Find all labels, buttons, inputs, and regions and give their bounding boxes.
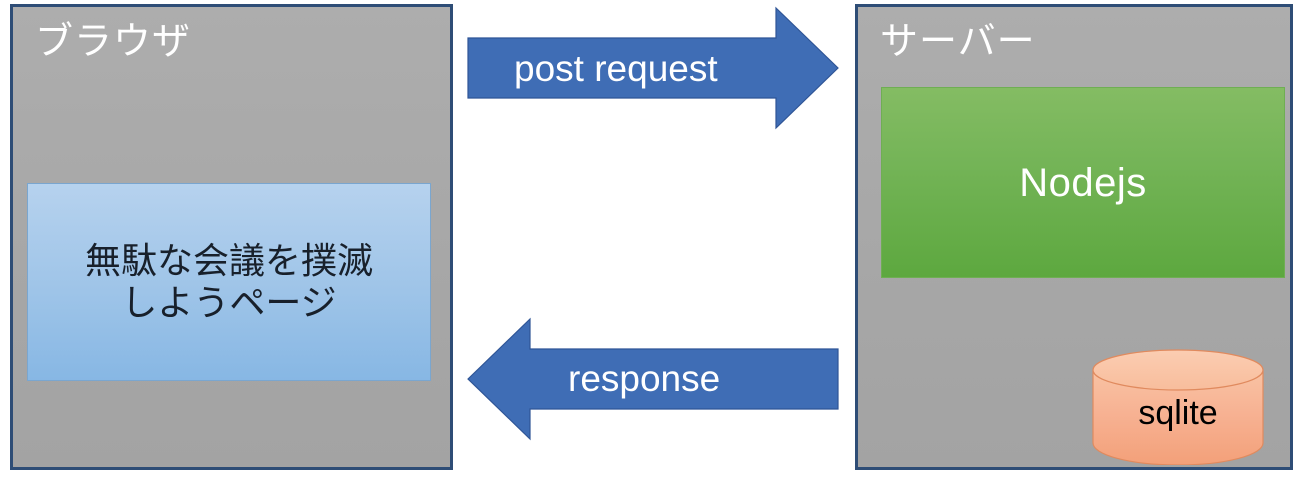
browser-zone-label: ブラウザ bbox=[35, 21, 192, 63]
browser-zone: ブラウザ 無駄な会議を撲滅 しようページ bbox=[10, 4, 453, 470]
nodejs-box: Nodejs bbox=[881, 87, 1285, 278]
response-arrow-shape bbox=[467, 317, 839, 441]
response-arrow: response bbox=[464, 314, 842, 444]
nodejs-label: Nodejs bbox=[1019, 160, 1147, 205]
server-zone: サーバー Nodejs bbox=[855, 4, 1293, 470]
sqlite-database-cylinder: sqlite bbox=[1090, 348, 1266, 465]
post-request-arrow-label: post request bbox=[514, 48, 718, 89]
sqlite-label: sqlite bbox=[1138, 394, 1218, 432]
database-cylinder-icon bbox=[1092, 349, 1264, 465]
response-arrow-label: response bbox=[568, 358, 721, 399]
web-page-card: 無駄な会議を撲滅 しようページ bbox=[27, 183, 431, 381]
post-request-arrow: post request bbox=[464, 2, 842, 134]
server-zone-label: サーバー bbox=[880, 21, 1036, 63]
web-page-card-label: 無駄な会議を撲滅 しようページ bbox=[84, 239, 373, 323]
post-request-arrow-shape bbox=[467, 6, 839, 130]
